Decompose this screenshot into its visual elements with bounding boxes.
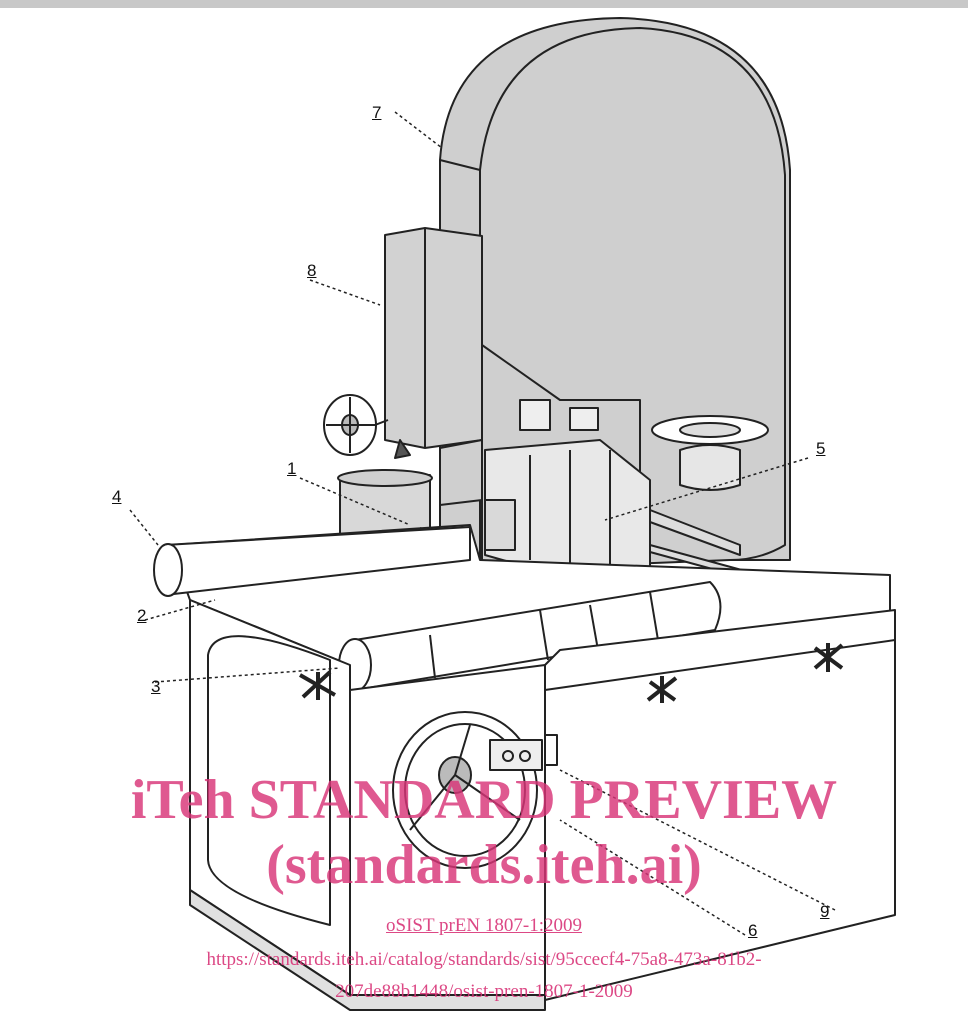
rear-handwheel [323, 394, 389, 456]
top-frame-bar [0, 0, 968, 8]
callout-2: 2 [137, 606, 147, 625]
callout-9: 9 [820, 902, 830, 921]
control-panel [489, 734, 558, 771]
clamp-left [299, 670, 336, 700]
watermark-title: iTeh STANDARD PREVIEW [130, 769, 838, 831]
clamp-mid [646, 676, 678, 703]
table-tilt-handwheel [651, 415, 769, 491]
lower-cabinet-right [544, 609, 896, 1001]
leader-lines [129, 111, 836, 936]
callout-3: 3 [151, 677, 161, 696]
watermark-subtitle: (standards.iteh.ai) [266, 834, 702, 896]
band-saw-drawing [129, 17, 896, 1011]
watermark-doc-id[interactable]: oSIST prEN 1807-1:2009 [386, 915, 582, 936]
clamp-right [813, 643, 844, 672]
callout-8: 8 [307, 261, 317, 280]
watermark-url-line2[interactable]: 207de88b1448/osist-pren-1807-1-2009 [335, 981, 633, 1002]
callout-6: 6 [748, 921, 758, 940]
watermark-url-line1[interactable]: https://standards.iteh.ai/catalog/standa… [206, 949, 762, 970]
blade-guard-column [384, 227, 483, 506]
callout-5: 5 [816, 439, 826, 458]
rear-roller [153, 526, 471, 597]
callout-7: 7 [372, 103, 382, 122]
callout-1: 1 [287, 459, 297, 478]
callout-4: 4 [112, 487, 122, 506]
